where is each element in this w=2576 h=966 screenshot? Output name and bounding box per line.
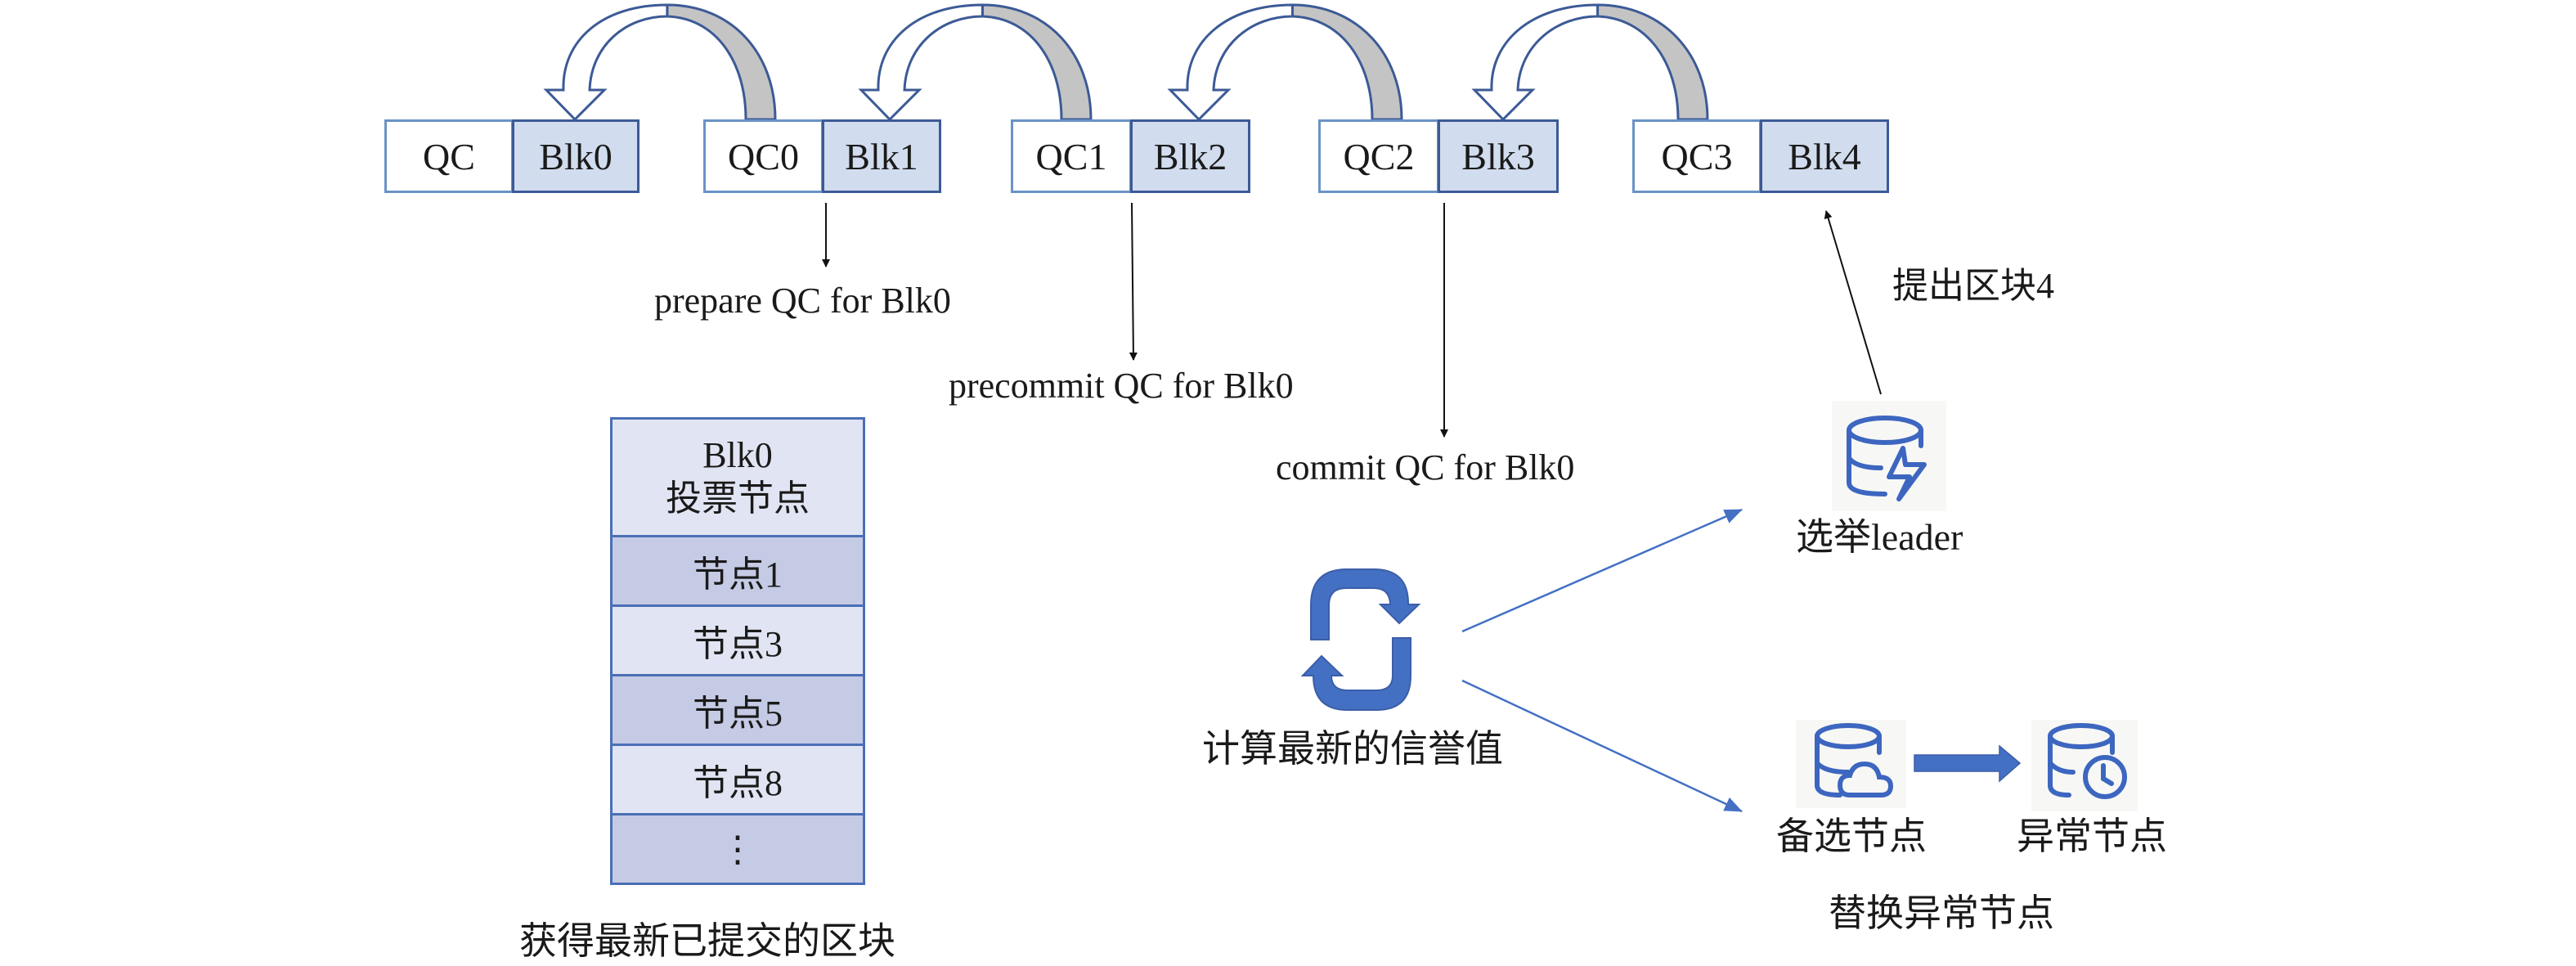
block-cell: Blk0 — [512, 119, 640, 193]
qc-cell: QC0 — [703, 119, 824, 193]
vote-table-caption: 获得最新已提交的区块 — [519, 920, 895, 962]
qc-cell: QC3 — [1632, 119, 1761, 193]
vote-table-row: 节点8 — [610, 746, 865, 815]
block-cell: Blk3 — [1438, 119, 1559, 193]
abnormal-node-label: 异常节点 — [2017, 815, 2167, 857]
qc-cell: QC2 — [1318, 119, 1439, 193]
vote-table-header-title: 投票节点 — [666, 478, 810, 519]
block-cell: Blk4 — [1760, 119, 1889, 193]
reputation-label: 计算最新的信誉值 — [1202, 728, 1503, 770]
block-cell: Blk2 — [1130, 119, 1250, 193]
to-replace-arrow — [1461, 679, 1743, 813]
block-cell: Blk1 — [822, 119, 941, 193]
qc-cell: QC — [384, 119, 514, 193]
prepare-label: prepare QC for Blk0 — [654, 281, 951, 321]
qc-cell: QC1 — [1011, 119, 1132, 193]
vote-table-header: Blk0 投票节点 — [610, 417, 865, 537]
to-leader-arrow — [1461, 508, 1743, 633]
vote-table-header-block: Blk0 — [702, 434, 773, 475]
qc-link-arc-head — [543, 3, 669, 122]
standby-node-label: 备选节点 — [1776, 815, 1927, 857]
qc-link-arc-head — [858, 3, 984, 122]
vote-table: Blk0 投票节点 节点1 节点3 节点5 节点8 ⋮ — [610, 417, 865, 885]
qc-link-arcs — [543, 3, 1709, 122]
precommit-arrow — [1129, 202, 1138, 361]
qc-link-arc-head — [1167, 3, 1294, 122]
propose-arrow — [1824, 210, 1882, 395]
qc-link-arc-tail — [981, 3, 1093, 121]
vote-table-row: 节点5 — [610, 676, 865, 746]
refresh-cycle-icon — [1300, 568, 1421, 711]
qc-link-arc-tail — [1596, 3, 1709, 121]
database-lightning-icon — [1832, 401, 1946, 511]
qc-link-arc-head — [1471, 3, 1600, 122]
replace-caption: 替换异常节点 — [1829, 892, 2054, 934]
precommit-label: precommit QC for Blk0 — [949, 366, 1294, 406]
qc-link-arc-tail — [1290, 3, 1403, 121]
replace-block-arrow — [1914, 744, 2022, 783]
commit-label: commit QC for Blk0 — [1276, 447, 1575, 487]
database-cloud-icon — [1796, 720, 1906, 808]
propose-block-label: 提出区块4 — [1892, 266, 2054, 306]
vote-table-row-ellipsis: ⋮ — [610, 815, 865, 885]
vote-table-row: 节点3 — [610, 607, 865, 676]
leader-label: 选举leader — [1796, 516, 1963, 558]
database-clock-icon — [2031, 720, 2138, 811]
vote-table-row: 节点1 — [610, 537, 865, 607]
qc-link-arc-tail — [666, 3, 777, 121]
